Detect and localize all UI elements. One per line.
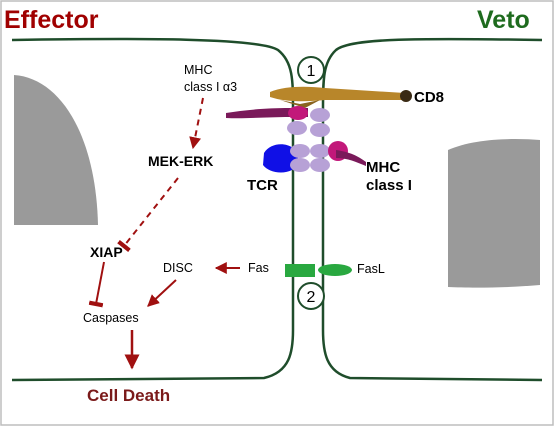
veto-membrane: [321, 37, 543, 382]
tcr-domain: [290, 144, 310, 158]
tcr-domain: [290, 158, 310, 172]
cd8-molecule: [270, 86, 405, 102]
step-2-number: 2: [307, 289, 316, 306]
mhc-domain: [287, 121, 307, 135]
disc-label: DISC: [163, 261, 193, 275]
cd8-anchor: [400, 90, 412, 102]
mhc-heavy-chain: [226, 108, 308, 119]
inhibition-xiap-to-caspases: [88, 261, 105, 308]
mhc-domain: [310, 144, 330, 158]
fasl-label: FasL: [357, 262, 385, 276]
cd8-label: CD8: [414, 89, 444, 106]
effector-cell-title: Effector: [4, 6, 99, 34]
arrow-mhc-to-mek-erk: [189, 97, 204, 150]
mek-erk-label: MEK-ERK: [148, 153, 213, 169]
mhc-domain: [310, 108, 330, 122]
fas-receptor: [285, 264, 315, 277]
mhc-class-i-label-line2: class I: [366, 177, 412, 194]
xiap-label: XIAP: [90, 244, 123, 260]
arrow-disc-to-caspases: [147, 279, 177, 307]
mhc-domain: [288, 106, 308, 120]
veto-cell-title: Veto: [477, 6, 530, 34]
mhc-class-i-veto-chain: [336, 150, 366, 166]
tcr-label: TCR: [247, 177, 278, 194]
tcr-molecule: [263, 144, 299, 173]
mhc-domain: [310, 158, 330, 172]
step-1-number: 1: [307, 63, 316, 80]
effector-nucleus: [14, 75, 98, 225]
fas-label: Fas: [248, 261, 269, 275]
step-1-circle: [297, 56, 325, 84]
fasl-ligand: [318, 264, 352, 276]
effector-membrane: [11, 37, 295, 382]
arrow-mek-erk-to-xiap: [117, 177, 179, 252]
mhc-class-i-a3-label-line1: MHC: [184, 63, 212, 77]
mhc-class-i-label-line1: MHC: [366, 159, 400, 176]
mhc-domain: [310, 123, 330, 137]
mhc-class-i-a3-label-line2: class I α3: [184, 80, 237, 94]
caspases-label: Caspases: [83, 311, 139, 325]
cd8-stalk: [280, 100, 320, 108]
veto-nucleus: [448, 139, 540, 288]
step-2-circle: [297, 282, 325, 310]
cell-death-label: Cell Death: [87, 386, 170, 405]
